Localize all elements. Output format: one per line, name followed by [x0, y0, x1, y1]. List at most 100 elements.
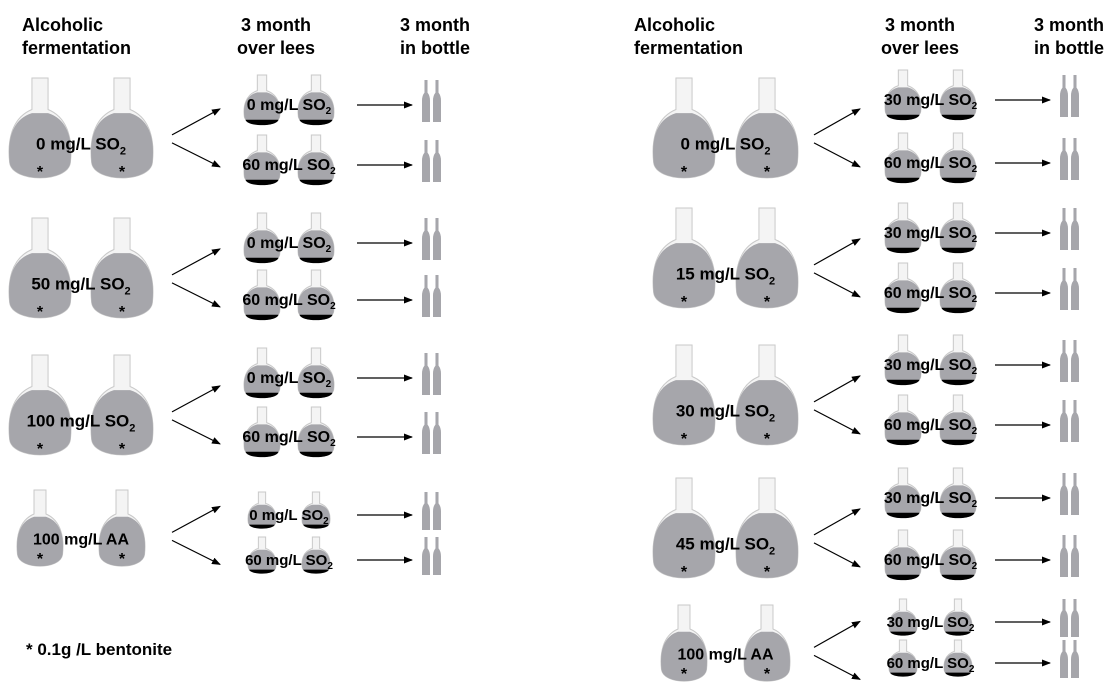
lees-sediment	[249, 524, 275, 529]
footnote: * 0.1g /L bentonite	[26, 640, 173, 659]
exp2-group3-branch-2-bottle-a	[1060, 400, 1068, 442]
exp1-group2-branch-1-bottle-a	[422, 218, 430, 260]
exp2-group5-lees-carboy-2b	[943, 639, 973, 677]
exp2-group3-fermentation-carboy-b	[735, 344, 799, 446]
exp1-group4-branch-1-bottle-a	[422, 492, 430, 530]
exp1-group4-asterisk-a: *	[37, 551, 44, 568]
carboy-wine	[653, 380, 715, 445]
carboy-wine	[653, 513, 715, 578]
exp2-group5-fermentation-label: 100 mg/L AA	[677, 646, 773, 663]
exp1-group2-branch-2-bottle-b	[433, 275, 441, 317]
exp2-group2-lees-carboy-1b	[939, 202, 977, 254]
lees-sediment	[245, 257, 279, 264]
exp1-group2-fermentation-carboy-a	[8, 217, 72, 319]
exp2-group4-branch-2-bottle-a	[1060, 535, 1068, 577]
exp2-group1-asterisk-b: *	[764, 164, 771, 181]
exp2-group4-lees-carboy-2a	[884, 529, 922, 581]
exp1-group2-asterisk-b: *	[119, 304, 126, 321]
exp2-group4-fermentation-label: 45 mg/L SO2	[676, 534, 775, 557]
exp2-group3-lees-carboy-2b	[939, 394, 977, 446]
exp2-group4-arrow-to-branch-1	[813, 508, 861, 536]
carboy-wine	[298, 92, 334, 125]
exp2-group5-fermentation-carboy-a	[660, 604, 708, 682]
exp2-group1-branch-2-bottle-b	[1071, 138, 1079, 180]
exp2-group5-fermentation-carboy-b	[743, 604, 791, 682]
lees-sediment	[886, 177, 920, 184]
lees-sediment	[245, 119, 279, 126]
exp2-group5-branch-2-label: 60 mg/L SO2	[887, 655, 975, 675]
lees-sediment	[299, 314, 333, 321]
exp2-group4-lees-carboy-1b	[939, 467, 977, 519]
exp1-group3-fermentation-carboy-b	[90, 354, 154, 456]
exp2-group5-arrow-to-branch-2	[813, 654, 861, 680]
header-lees-right: 3 month over lees	[880, 15, 960, 58]
exp2-group4-fermentation-carboy-b	[735, 477, 799, 579]
carboy-wine	[944, 611, 972, 636]
lees-sediment	[299, 257, 333, 264]
carboy-wine	[244, 230, 280, 263]
exp1-group3-branch-2-bottle-a	[422, 412, 430, 454]
exp1-group4-fermentation-carboy-a	[16, 489, 64, 567]
exp1-group1-fermentation-carboy-b	[90, 77, 154, 179]
exp1-group3-arrow-to-branch-1	[171, 385, 221, 413]
lees-sediment	[941, 114, 975, 121]
exp1-group1-lees-carboy-1a	[243, 74, 281, 126]
exp2-group1-branch-2-label: 60 mg/L SO2	[884, 155, 978, 175]
exp1-group1-arrow-to-branch-2	[171, 142, 221, 168]
lees-sediment	[941, 247, 975, 254]
exp2-group3-lees-carboy-1a	[884, 334, 922, 386]
exp2-group5-branch-2-bottle-b	[1071, 640, 1079, 678]
carboy-wine	[653, 243, 715, 308]
lees-sediment	[299, 392, 333, 399]
exp2-group2-lees-carboy-1a	[884, 202, 922, 254]
carboy-wine	[9, 253, 71, 318]
carboy-wine	[298, 287, 334, 320]
lees-sediment	[886, 574, 920, 581]
carboy-wine	[736, 243, 798, 308]
carboy-wine	[99, 516, 145, 567]
lees-sediment	[886, 379, 920, 386]
exp2-group3-branch-1-label: 30 mg/L SO2	[884, 357, 978, 377]
exp1-group2-branch-2-label: 60 mg/L SO2	[242, 292, 336, 312]
carboy-wine	[940, 485, 976, 518]
exp2-group4-branch-1-bottle-a	[1060, 473, 1068, 515]
exp1-group1-branch-2-bottle-b	[433, 140, 441, 182]
exp2-group3-branch-2-bottle-b	[1071, 400, 1079, 442]
header-fermentation-left: Alcoholic fermentation	[22, 15, 132, 58]
exp2-group2-fermentation-label: 15 mg/L SO2	[676, 264, 775, 287]
lees-sediment	[941, 307, 975, 314]
exp1-group1-branch-1-bottle-b	[433, 80, 441, 122]
exp1-group3-branch-2-label: 60 mg/L SO2	[242, 429, 336, 449]
exp1-group4-fermentation-carboy-b	[98, 489, 146, 567]
lees-sediment	[945, 672, 971, 677]
exp1-group3-lees-carboy-1b	[297, 347, 335, 399]
exp2-group3-arrow-to-branch-1	[813, 375, 861, 403]
exp1-group3-branch-1-label: 0 mg/L SO2	[247, 370, 332, 390]
header-fermentation-right: Alcoholic fermentation	[634, 15, 744, 58]
exp1-group1-branch-1-label: 0 mg/L SO2	[247, 97, 332, 117]
exp1-group1-branch-2-label: 60 mg/L SO2	[242, 157, 336, 177]
carboy-wine	[940, 547, 976, 580]
exp1-group4-branch-2-label: 60 mg/L SO2	[245, 552, 333, 572]
carboy-wine	[736, 513, 798, 578]
exp1-group1-asterisk-b: *	[119, 164, 126, 181]
exp1-group3-branch-1-bottle-b	[433, 353, 441, 395]
lees-sediment	[890, 672, 916, 677]
exp1-group3-asterisk-a: *	[37, 441, 44, 458]
exp1-group4-branch-1-bottle-b	[433, 492, 441, 530]
exp2-group3-branch-2-label: 60 mg/L SO2	[884, 417, 978, 437]
carboy-wine	[244, 287, 280, 320]
exp1-group3-arrow-to-branch-2	[171, 419, 221, 445]
exp1-group1-lees-carboy-2a	[243, 134, 281, 186]
exp1-group2-lees-carboy-2b	[297, 269, 335, 321]
lees-sediment	[890, 631, 916, 636]
exp2-group3-arrow-to-branch-2	[813, 409, 861, 435]
exp2-group3-branch-1-bottle-a	[1060, 340, 1068, 382]
lees-sediment	[303, 524, 329, 529]
carboy-wine	[661, 631, 707, 682]
header-bottle-left: 3 month in bottle	[400, 15, 470, 58]
exp2-group5-lees-carboy-1a	[888, 598, 918, 636]
exp1-group2-branch-1-label: 0 mg/L SO2	[247, 235, 332, 255]
exp1-group4-branch-2-bottle-a	[422, 537, 430, 575]
exp2-group5-branch-1-bottle-a	[1060, 599, 1068, 637]
